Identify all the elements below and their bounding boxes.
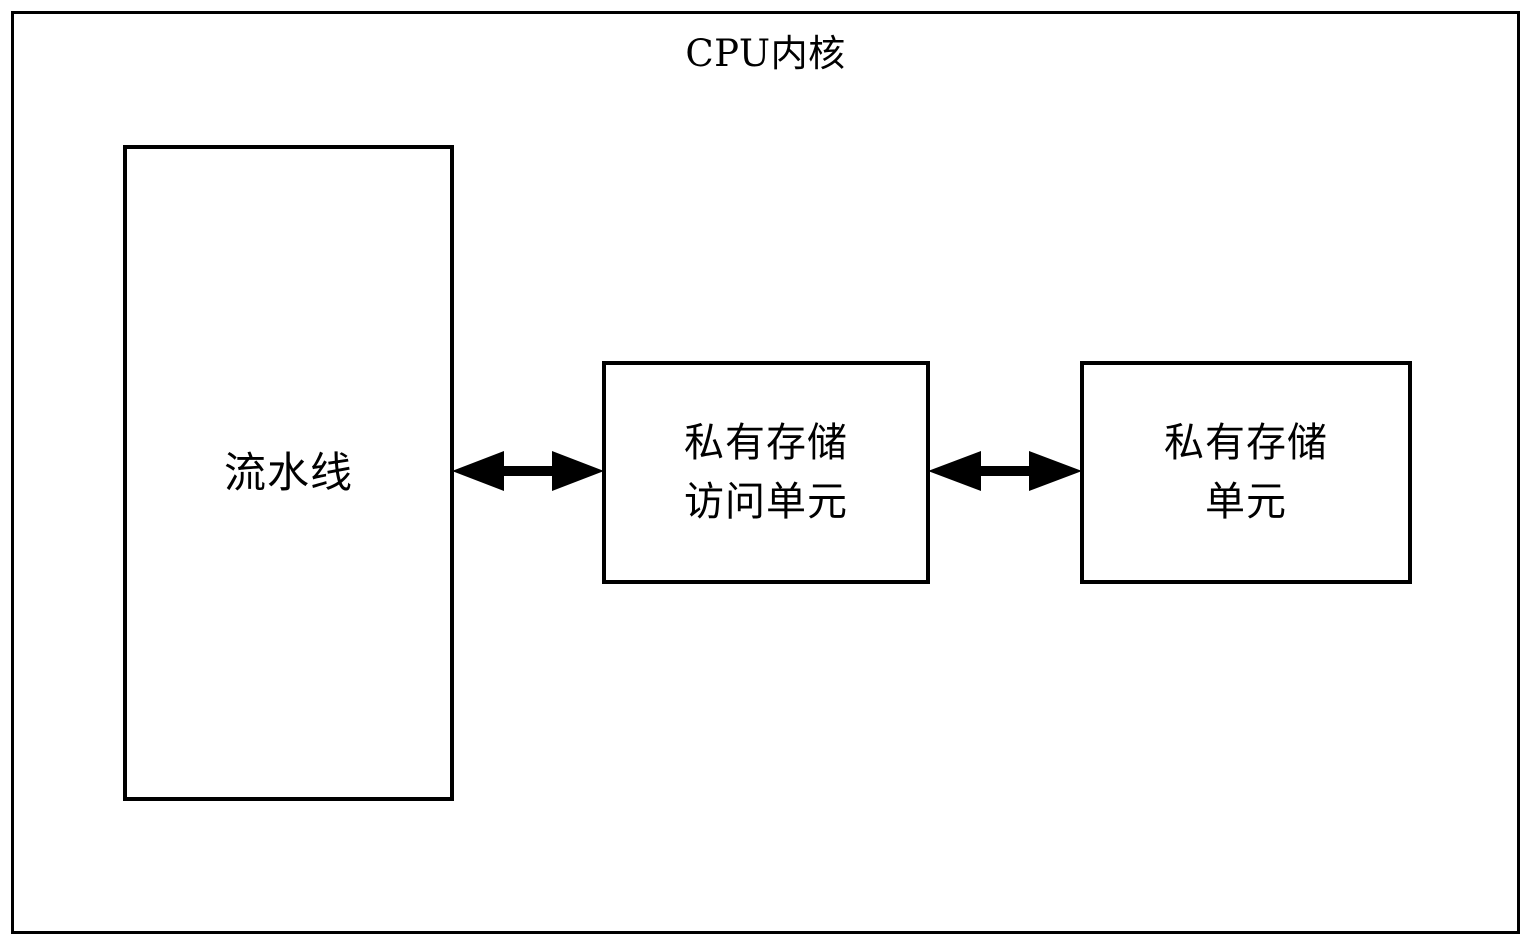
node-private-storage-access-unit[interactable]: 私有存储 访问单元 [602,361,930,584]
double-arrow-icon-access-unit-to-storage-unit [928,449,1082,493]
node-private-storage-unit[interactable]: 私有存储 单元 [1080,361,1412,584]
node-pipeline-label: 流水线 [223,448,353,497]
node-private-storage-access-unit-label: 私有存储 访问单元 [684,419,848,525]
node-pipeline[interactable]: 流水线 [123,145,454,801]
double-arrow-icon-pipeline-to-access-unit [452,449,604,493]
cpu-core-frame [11,11,1520,934]
diagram-title: CPU内核 [685,32,846,75]
node-private-storage-unit-label: 私有存储 单元 [1164,419,1328,525]
